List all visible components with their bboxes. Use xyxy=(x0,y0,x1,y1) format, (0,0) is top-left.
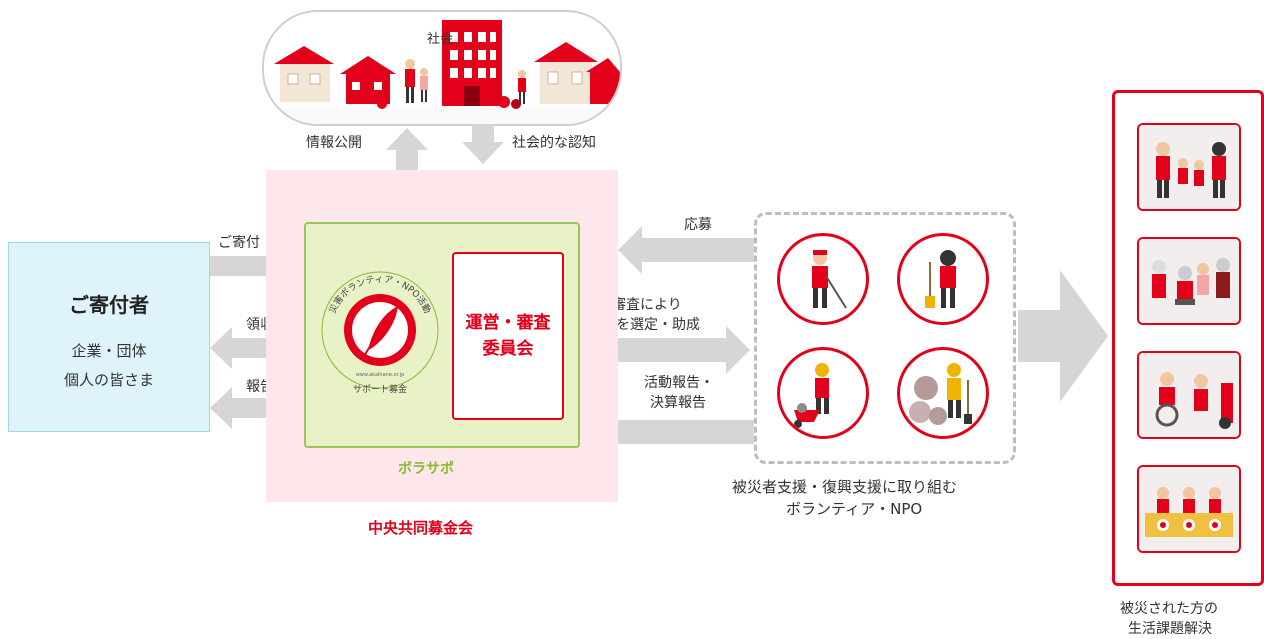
volunteer-wheelbarrow-icon xyxy=(777,347,869,439)
outcome-panel xyxy=(1112,90,1264,586)
donor-line1: 企業・団体 xyxy=(71,342,147,360)
label-activity-report-line1: 活動報告・ xyxy=(644,375,714,391)
arrow-left-report xyxy=(210,387,304,429)
donor-line2: 個人の皆さま xyxy=(63,371,154,389)
society-illustration: 社会 xyxy=(262,10,622,126)
label-application: 応募 xyxy=(684,217,712,233)
label-selection-line1: 審査により xyxy=(612,297,682,313)
seal-url: www.akaihane.or.jp xyxy=(356,372,405,378)
arrow-right-selection xyxy=(582,326,750,374)
society-label: 社会 xyxy=(427,32,454,47)
volunteer-sweeping-icon xyxy=(777,233,869,325)
arrow-left-receipt xyxy=(210,327,304,369)
volunteer-npo-area xyxy=(754,212,1016,464)
arrow-left-application xyxy=(618,226,754,274)
organization-label: 中央共同募金会 xyxy=(368,519,474,537)
community-meal-scene xyxy=(1137,465,1241,553)
volunteer-label-line2: ボランティア・NPO xyxy=(786,500,923,518)
label-social-recognition: 社会的な認知 xyxy=(512,135,596,151)
label-info-disclosure: 情報公開 xyxy=(306,135,362,151)
outcome-label-line1: 被災された方の xyxy=(1120,601,1218,617)
family-scene xyxy=(1137,123,1241,211)
volunteer-shovel-icon xyxy=(897,233,989,325)
arrow-up-info-disclosure xyxy=(386,128,428,170)
arrow-right-outcome xyxy=(1018,270,1108,402)
seal-bottom-text: サポート募金 xyxy=(353,383,407,395)
committee-line1: 運営・審査 xyxy=(465,313,551,333)
arrow-right-donation xyxy=(210,245,300,287)
label-donation: ご寄付 xyxy=(218,235,260,251)
volunteer-debris-bags-icon xyxy=(897,347,989,439)
red-feather-icon: 災害ボランティア・NPO活動 www.akaihane.or.jp サポート募金 xyxy=(321,271,439,395)
arrow-down-social-recognition xyxy=(462,124,504,164)
donor-box: ご寄付者 企業・団体 個人の皆さま xyxy=(8,242,210,432)
committee-line2: 委員会 xyxy=(482,339,534,359)
borasapo-label: ボラサポ xyxy=(398,461,454,477)
wheelchair-scene xyxy=(1137,351,1241,439)
volunteer-label-line1: 被災者支援・復興支援に取り組む xyxy=(732,478,958,496)
donor-title: ご寄付者 xyxy=(69,293,149,317)
elderly-care-scene xyxy=(1137,237,1241,325)
label-activity-report-line2: 決算報告 xyxy=(650,395,706,411)
committee-box: 運営・審査 委員会 xyxy=(452,252,564,420)
town-illustration xyxy=(264,20,620,124)
outcome-label-line2: 生活課題解決 xyxy=(1128,621,1212,637)
arrow-left-activity-report xyxy=(582,408,754,456)
